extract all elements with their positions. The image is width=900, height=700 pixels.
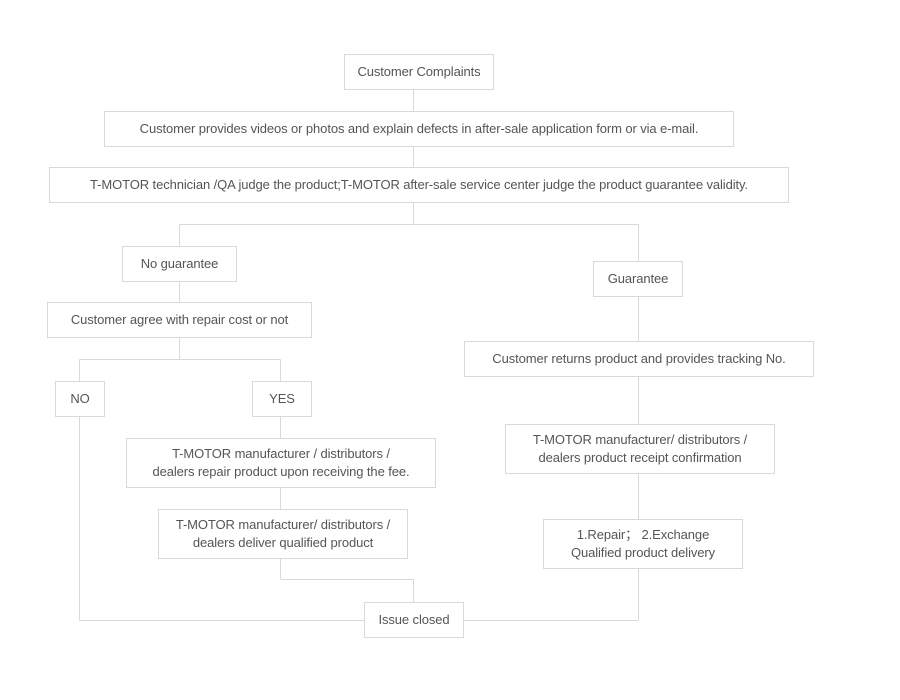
node-no-guarantee: No guarantee	[122, 246, 237, 282]
node-repair-upon-fee: T-MOTOR manufacturer / distributors / de…	[126, 438, 436, 488]
node-yes: YES	[252, 381, 312, 417]
node-repair-exchange: 1.Repair； 2.Exchange Qualified product d…	[543, 519, 743, 569]
node-deliver-qualified: T-MOTOR manufacturer/ distributors / dea…	[158, 509, 408, 559]
node-no: NO	[55, 381, 105, 417]
node-returns-tracking: Customer returns product and provides tr…	[464, 341, 814, 377]
node-issue-closed: Issue closed	[364, 602, 464, 638]
node-customer-complaints: Customer Complaints	[344, 54, 494, 90]
node-provide-evidence: Customer provides videos or photos and e…	[104, 111, 734, 147]
node-receipt-confirmation: T-MOTOR manufacturer/ distributors / dea…	[505, 424, 775, 474]
node-agree-repair-cost: Customer agree with repair cost or not	[47, 302, 312, 338]
node-guarantee: Guarantee	[593, 261, 683, 297]
node-judge-product: T-MOTOR technician /QA judge the product…	[49, 167, 789, 203]
